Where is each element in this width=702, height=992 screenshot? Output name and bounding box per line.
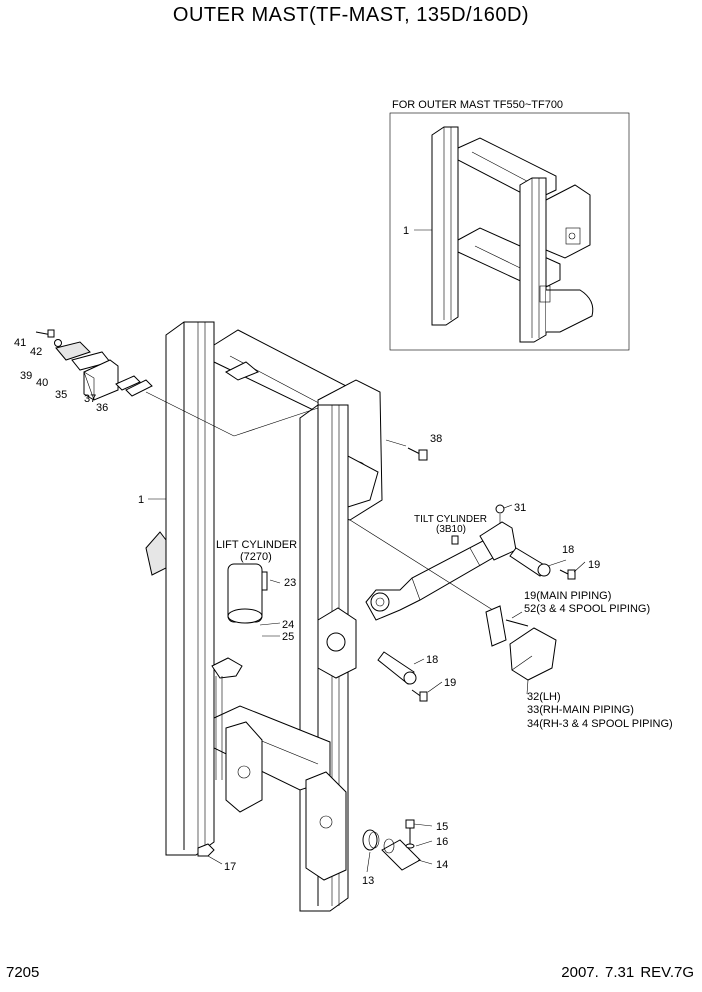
leader-lines [148,498,586,873]
callout-17: 17 [224,861,236,873]
lift-cylinder-name: LIFT CYLINDER [216,539,297,551]
inset-caption: FOR OUTER MAST TF550~TF700 [392,99,564,111]
callout-39: 39 [20,370,32,382]
callout-24: 24 [282,619,294,631]
page-title: OUTER MAST(TF-MAST, 135D/160D) [172,4,530,26]
callout-13: 13 [362,875,374,887]
callout-37: 37 [84,393,96,405]
bolt-38 [385,439,428,461]
lift-cylinder-ref: (7270) [240,551,272,563]
callout-23: 23 [284,577,296,589]
outer-mast [145,321,383,912]
callout-19-lower: 19 [444,677,456,689]
revision-date: 2007. 7.31 REV.7G [561,964,694,981]
callout-25: 25 [282,631,294,643]
callout-16: 16 [436,836,448,848]
callout-18-lower: 18 [426,654,438,666]
pad-assembly [35,329,319,437]
callout-33: 33(RH-MAIN PIPING) [527,704,634,716]
callout-19-main-piping: 19(MAIN PIPING) [524,590,611,602]
callout-15: 15 [436,821,448,833]
callout-14: 14 [436,859,448,871]
callout-36: 36 [96,402,108,414]
callout-19-upper: 19 [588,559,600,571]
callout-18-upper: 18 [562,544,574,556]
inset-callout-1: 1 [403,225,409,237]
inset-panel [389,112,630,351]
callout-32: 32(LH) [527,691,561,703]
callout-1: 1 [138,494,144,506]
callout-42: 42 [30,346,42,358]
tilt-cylinder-ref: (3B10) [436,524,466,535]
callout-34: 34(RH-3 & 4 SPOOL PIPING) [527,718,673,730]
callout-52: 52(3 & 4 SPOOL PIPING) [524,603,650,615]
callout-41: 41 [14,337,26,349]
tilt-cylinder [349,504,576,702]
page-number: 7205 [6,964,40,981]
lower-parts [362,819,421,871]
callout-35: 35 [55,389,67,401]
callout-31: 31 [514,502,526,514]
callout-40: 40 [36,377,48,389]
tilt-cylinder-name: TILT CYLINDER [414,514,487,525]
callout-38: 38 [430,433,442,445]
